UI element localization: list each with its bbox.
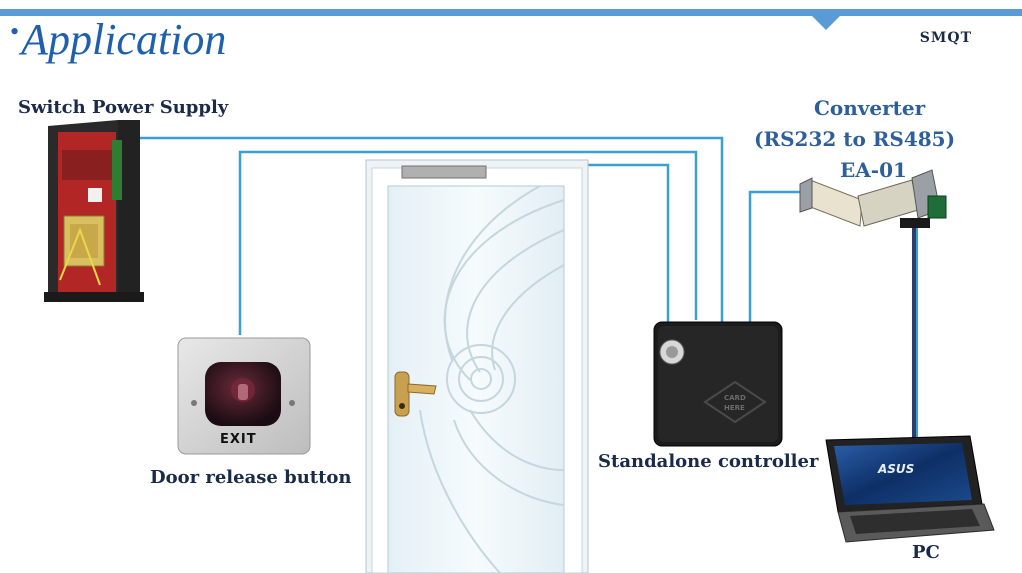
label-converter-line3: EA-01 [840,158,907,182]
standalone-controller-image [653,321,783,447]
brand-logo-text: SMQT [919,30,972,46]
wire-controller-to-converter [748,190,808,322]
page-title: •Application [10,14,226,65]
label-door-release-button: Door release button [150,467,352,488]
converter-image [799,169,947,228]
wire-converter-to-pc [912,228,918,438]
label-converter-line2: (RS232 to RS485) [754,127,956,151]
label-standalone-controller: Standalone controller [598,451,819,472]
door-handle [394,371,437,417]
controller-print-card: CARD [724,394,746,402]
label-pc: PC [912,542,940,563]
label-converter-line1: Converter [814,96,926,120]
power-supply-image [44,120,144,302]
header-bar [0,9,1022,30]
label-power-supply: Switch Power Supply [18,97,229,118]
controller-print-here: HERE [724,404,745,412]
laptop-image [825,435,995,543]
wire-button-to-controller [238,150,698,335]
door-image [365,159,589,573]
exit-button-text: EXIT [220,432,257,447]
title-bullet: • [10,17,20,46]
wire-power-to-controller [140,136,724,322]
door-release-button-image [177,337,311,455]
title-text: Application [21,15,227,64]
laptop-brand-text: ASUS [878,462,915,476]
